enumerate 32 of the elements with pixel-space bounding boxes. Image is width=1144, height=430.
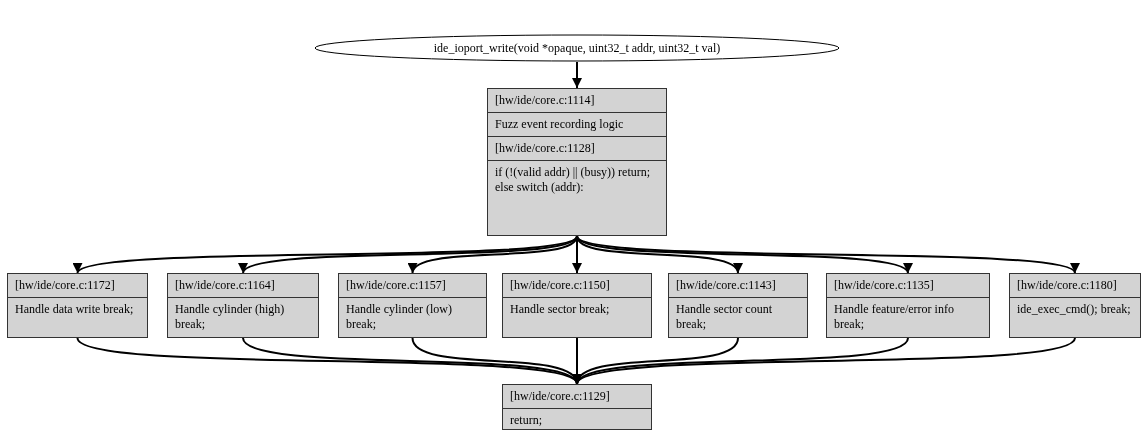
record-box: [502, 273, 652, 338]
code-description: if (!(valid addr) || (busy)) return; else switch (addr):: [495, 165, 651, 194]
record-box: [502, 384, 652, 430]
source-location: [hw/ide/core.c:1150]: [510, 278, 610, 292]
source-location: [hw/ide/core.c:1143]: [676, 278, 776, 292]
code-description: return;: [510, 413, 542, 427]
source-location: [hw/ide/core.c:1172]: [15, 278, 115, 292]
code-description: Fuzz event recording logic: [495, 117, 624, 131]
record-box: [7, 273, 148, 338]
function-signature: ide_ioport_write(void *opaque, uint32_t addr, uint32_t val): [433, 40, 721, 56]
source-location: [hw/ide/core.c:1114]: [495, 93, 595, 107]
source-location: [hw/ide/core.c:1129]: [510, 389, 610, 403]
arrow: [572, 61, 582, 89]
code-description: Handle cylinder (high) break;: [175, 302, 285, 331]
source-location: [hw/ide/core.c:1164]: [175, 278, 275, 292]
source-location: [hw/ide/core.c:1180]: [1017, 278, 1117, 292]
record-box: [338, 273, 487, 338]
code-description: Handle data write break;: [15, 302, 134, 316]
code-description: Handle sector count break;: [676, 302, 772, 331]
record-box: [668, 273, 808, 338]
source-location: [hw/ide/core.c:1128]: [495, 141, 595, 155]
record-box: [826, 273, 990, 338]
source-location: [hw/ide/core.c:1135]: [834, 278, 934, 292]
record-box: [1009, 273, 1141, 338]
record-box: [167, 273, 319, 338]
code-description: Handle feature/error info break;: [834, 302, 954, 331]
code-description: Handle sector break;: [510, 302, 610, 316]
arrow: [242, 337, 578, 385]
record-box: [487, 88, 667, 236]
code-description: ide_exec_cmd(); break;: [1017, 302, 1131, 316]
code-description: Handle cylinder (low) break;: [346, 302, 452, 331]
source-location: [hw/ide/core.c:1157]: [346, 278, 446, 292]
